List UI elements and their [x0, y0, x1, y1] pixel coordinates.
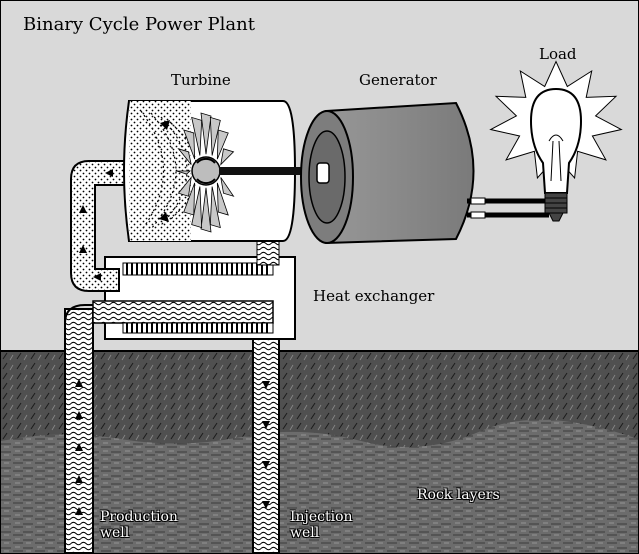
production-well-label-line2: well: [100, 525, 130, 541]
turbine-blade: [209, 186, 221, 229]
heat-exchanger-label: Heat exchanger: [313, 287, 435, 305]
injection-well: [252, 330, 280, 553]
turbine-blade: [191, 186, 203, 229]
turbine-blade: [176, 170, 192, 175]
production-well-label: Production well: [100, 509, 178, 541]
turbine-blade: [191, 116, 203, 156]
turbine-blade: [220, 177, 235, 197]
turbine-shaft: [219, 167, 323, 175]
injection-well-label-line1: Injection: [290, 509, 353, 525]
turbine-blade: [209, 116, 221, 156]
turbine-blade: [183, 129, 196, 160]
diagram-title: Binary Cycle Power Plant: [23, 14, 255, 35]
light-bulb-icon: [489, 60, 623, 222]
rock-layers-label: Rock layers: [417, 487, 500, 503]
production-well-label-line1: Production: [100, 509, 178, 525]
turbine-blade: [200, 187, 212, 233]
ground: [1, 350, 638, 553]
injection-well-label-line2: well: [290, 525, 320, 541]
turbine-blade: [177, 176, 192, 197]
generator-icon: [300, 101, 475, 245]
heat-exchanger-icon: [92, 256, 296, 340]
turbine-blade: [177, 148, 192, 165]
load-label: Load: [539, 45, 577, 63]
turbine-label: Turbine: [171, 71, 231, 89]
turbine-blade: [216, 182, 229, 216]
working-fluid-loop: [70, 160, 280, 292]
turbine-icon: [123, 100, 297, 242]
generator-label: Generator: [359, 71, 437, 89]
production-well: [64, 304, 131, 553]
power-wires: [467, 197, 549, 219]
turbine-blade: [216, 129, 229, 160]
turbine-blade: [200, 112, 212, 155]
injection-well-label: Injection well: [290, 509, 353, 541]
turbine-blade: [220, 148, 235, 166]
turbine-blade: [183, 182, 196, 216]
